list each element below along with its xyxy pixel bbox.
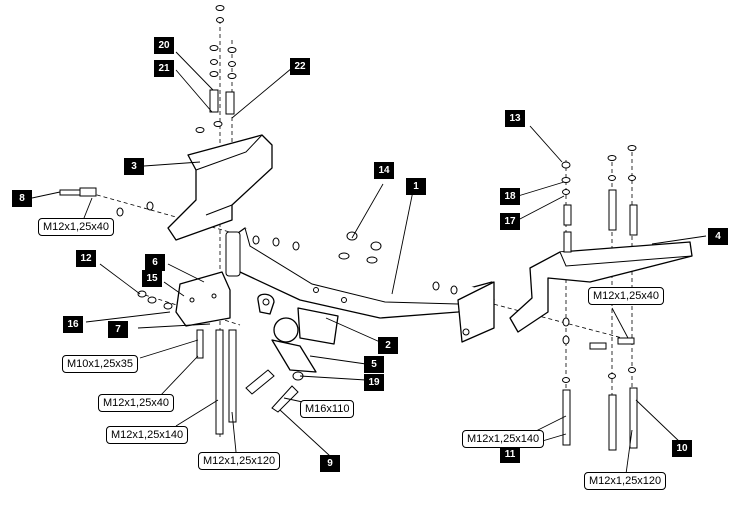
label-m12x40-right: M12x1,25x40 (588, 287, 665, 305)
callout-8: 8 (12, 190, 32, 207)
callout-3: 3 (124, 158, 144, 175)
bolts (59, 89, 638, 451)
label-m12x40-mid: M12x1,25x40 (98, 394, 175, 412)
label-m16x110: M16x110 (300, 400, 355, 418)
callout-7: 7 (108, 321, 128, 338)
label-m12x40-left: M12x1,25x40 (38, 218, 115, 236)
callout-19: 19 (364, 374, 384, 391)
label-m12x120-left: M12x1,25x120 (198, 452, 281, 470)
label-m12x140-left: M12x1,25x140 (106, 426, 189, 444)
callout-1: 1 (406, 178, 426, 195)
tow-ball-assembly (257, 293, 339, 373)
callout-14: 14 (374, 162, 394, 179)
callout-15: 15 (142, 270, 162, 287)
callout-10: 10 (672, 440, 692, 457)
callout-17: 17 (500, 213, 520, 230)
left-mounting-plate (175, 271, 231, 327)
callout-16: 16 (63, 316, 83, 333)
callout-13: 13 (505, 110, 525, 127)
callout-4: 4 (708, 228, 728, 245)
main-cross-beam (225, 227, 495, 343)
callout-11: 11 (500, 446, 520, 463)
callout-12: 12 (76, 250, 96, 267)
callout-9: 9 (320, 455, 340, 472)
label-m10x35: M10x1,25x35 (62, 355, 139, 373)
left-side-bracket (167, 134, 273, 241)
callout-2: 2 (378, 337, 398, 354)
label-m12x120-right: M12x1,25x120 (584, 472, 667, 490)
callout-5: 5 (364, 356, 384, 373)
right-side-bracket (509, 241, 693, 333)
callout-21: 21 (154, 60, 174, 77)
callout-6: 6 (145, 254, 165, 271)
callout-22: 22 (290, 58, 310, 75)
nuts-and-washers (116, 5, 637, 383)
callout-18: 18 (500, 188, 520, 205)
callout-20: 20 (154, 37, 174, 54)
label-m12x140-right: M12x1,25x140 (462, 430, 545, 448)
